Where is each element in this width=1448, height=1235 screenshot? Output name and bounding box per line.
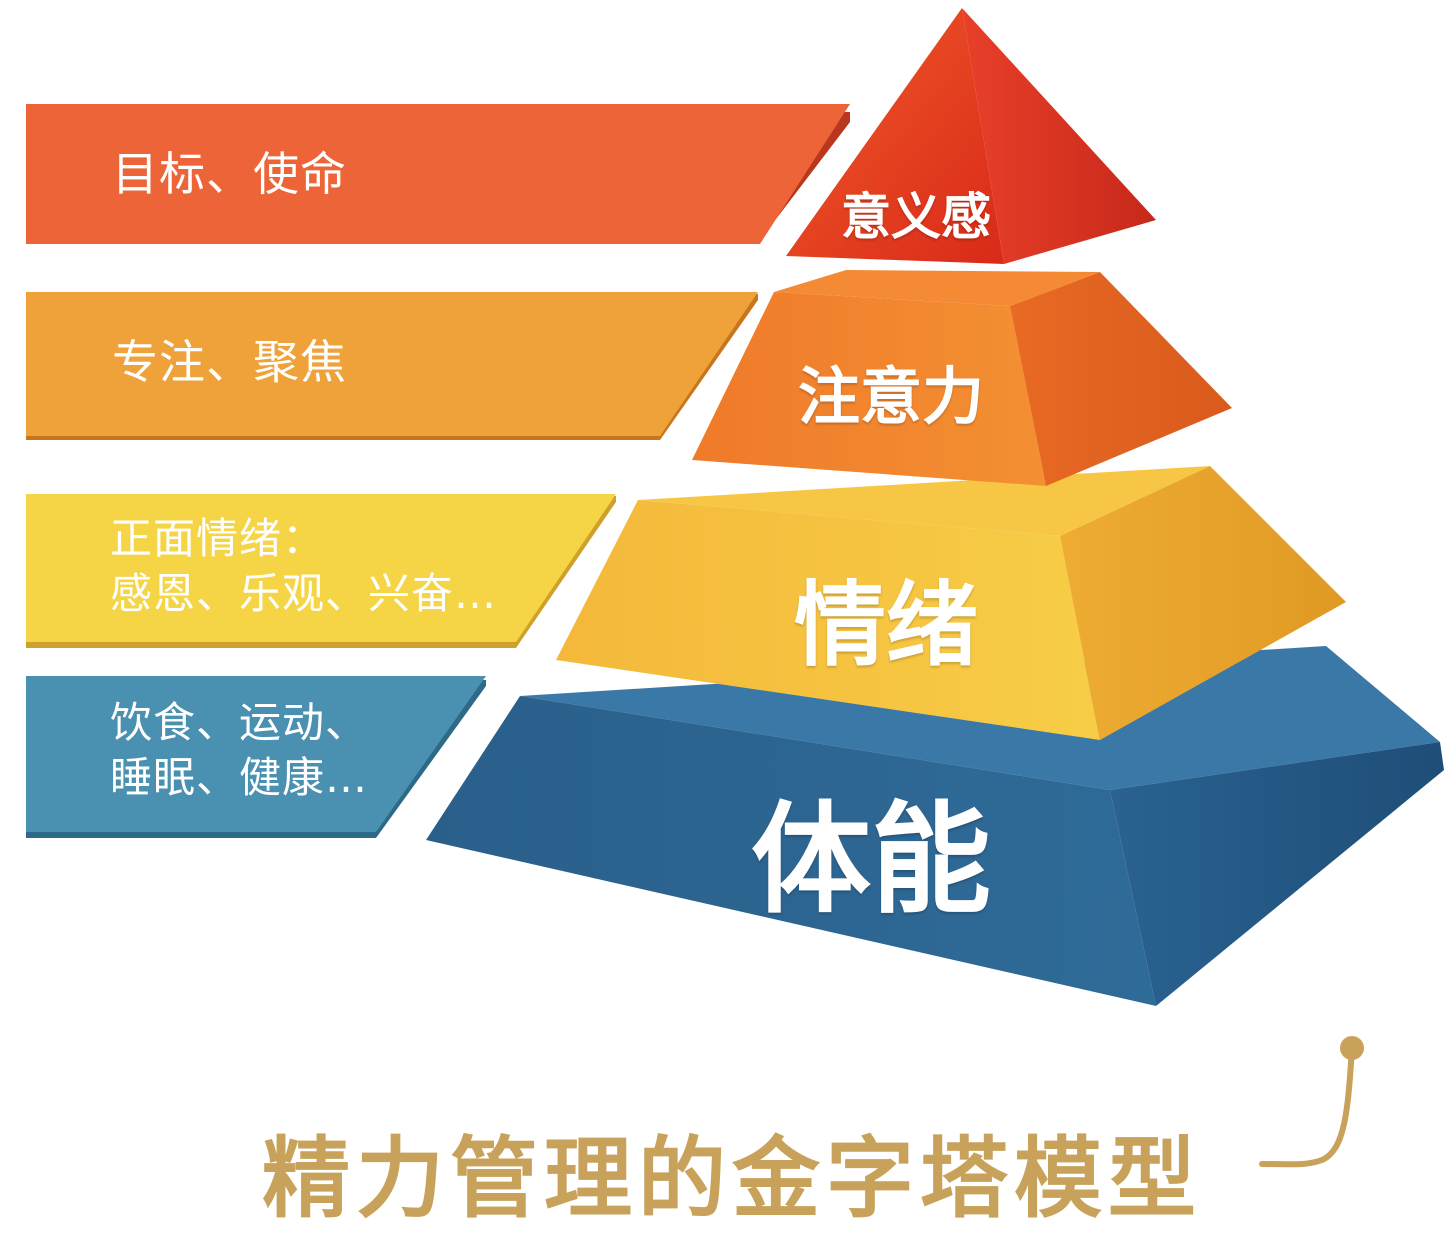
tier-attention-top — [774, 270, 1100, 306]
tier-meaning-front — [786, 8, 1004, 264]
band-physical — [26, 676, 486, 832]
tier-emotion-front — [556, 500, 1100, 740]
band-emotion — [26, 494, 616, 642]
tier-physical-label: 体能 — [751, 791, 991, 930]
diagram-caption: 精力管理的金字塔模型 — [262, 1127, 1203, 1230]
tier-physical-side — [1110, 742, 1444, 1006]
band-attention — [26, 292, 758, 436]
band-meaning — [26, 104, 850, 244]
tier-emotion-label: 情绪 — [793, 572, 978, 679]
tier-attention-side — [1010, 272, 1232, 486]
tier-physical-front — [426, 696, 1156, 1006]
caption-connector-dot — [1340, 1036, 1364, 1060]
band-emotion-text: 正面情绪： 感恩、乐观、兴奋… — [110, 514, 498, 618]
band-attention-text: 专注、聚焦 — [112, 335, 347, 389]
band-meaning-text: 目标、使命 — [112, 147, 347, 201]
tier-meaning-label: 意义感 — [841, 188, 991, 246]
tier-attention-label: 注意力 — [797, 360, 984, 433]
band-physical-text: 饮食、运动、 睡眠、健康… — [110, 698, 369, 802]
tier-emotion-top — [638, 466, 1210, 536]
tier-emotion-side — [1060, 466, 1346, 740]
caption-connector — [1259, 1045, 1355, 1168]
tier-attention-front — [692, 292, 1046, 486]
tier-meaning-side — [962, 8, 1156, 264]
